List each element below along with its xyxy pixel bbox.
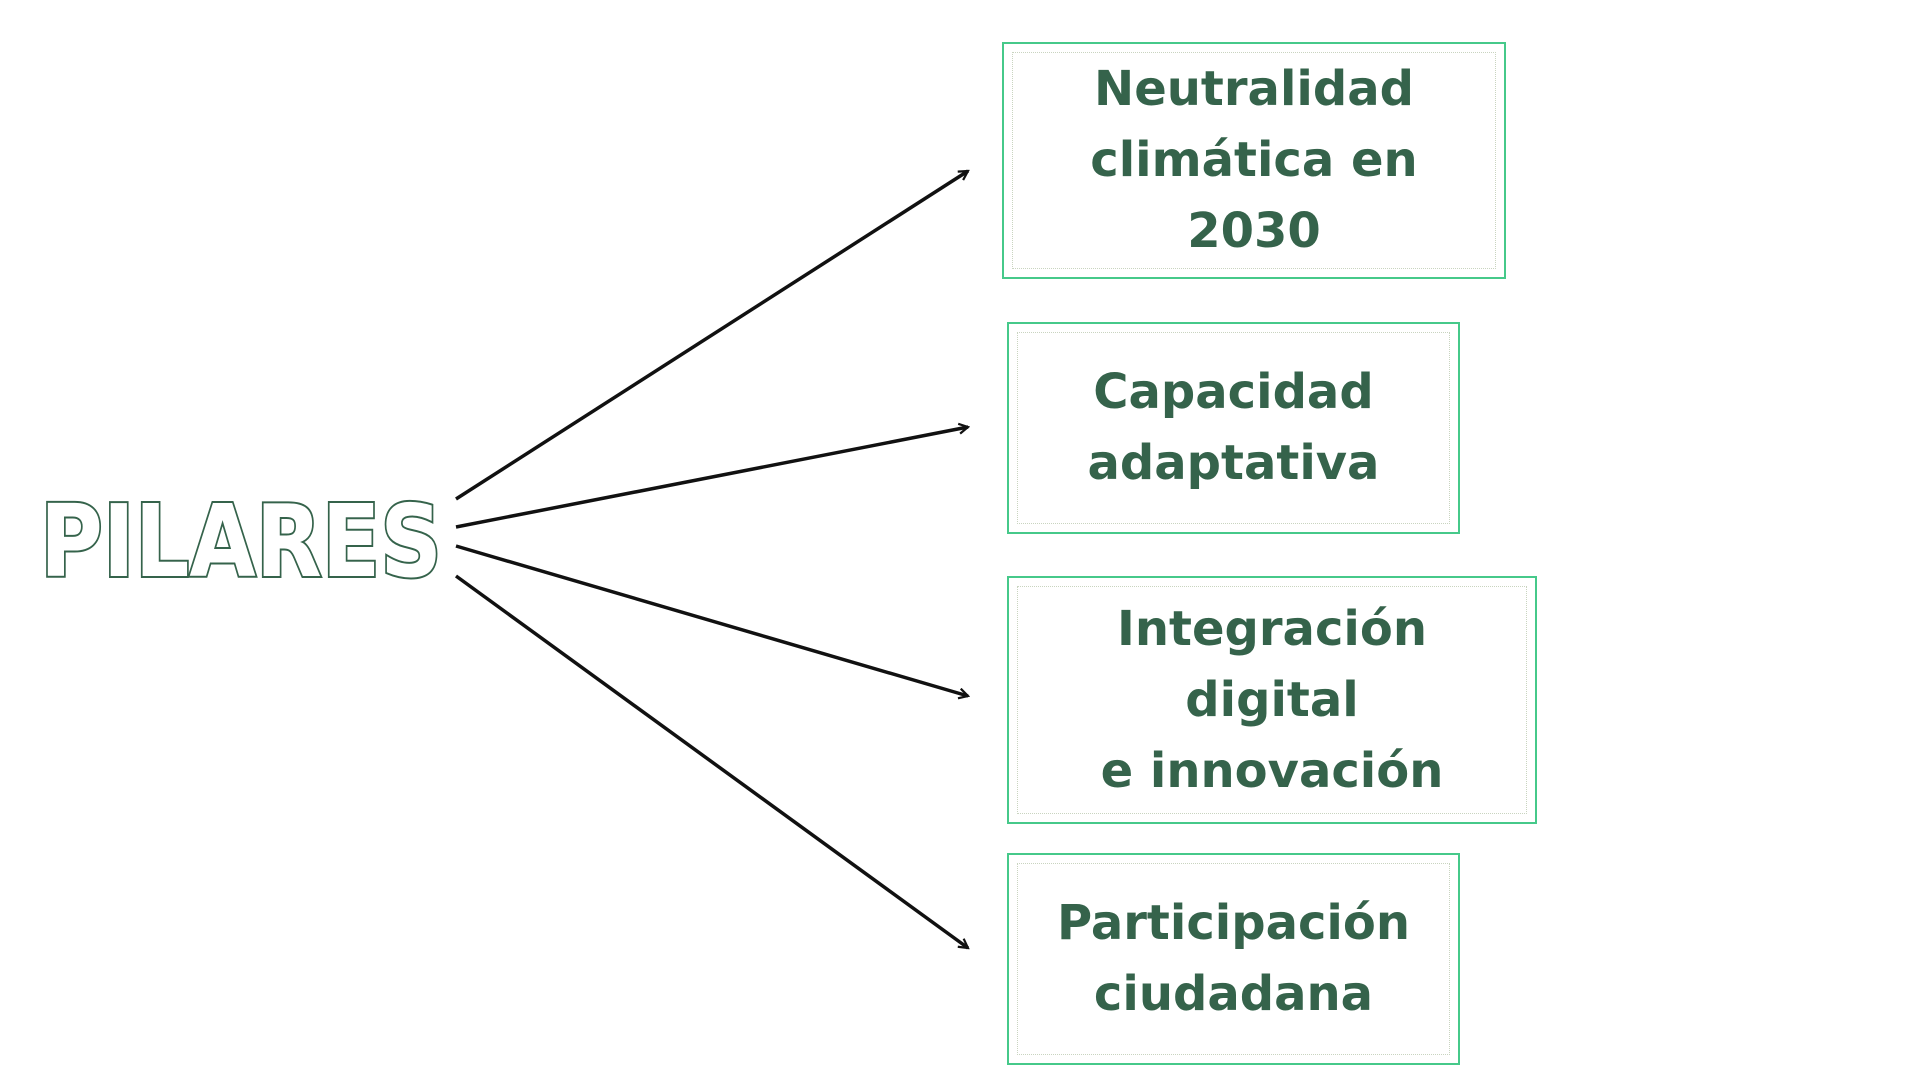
- pillar-box-inner-border: Neutralidad climática en 2030: [1012, 52, 1496, 269]
- arrow-to-pillar-1: [455, 169, 968, 501]
- pillar-box-citizen-participation: Participación ciudadana: [1007, 853, 1460, 1065]
- pillar-box-inner-border: Integración digital e innovación: [1017, 586, 1527, 814]
- root-node-title: PILARES: [36, 470, 456, 600]
- root-node-label: PILARES: [40, 483, 442, 600]
- arrow-to-pillar-4: [454, 574, 968, 950]
- pillar-label-climate-neutrality: Neutralidad climática en 2030: [1090, 61, 1418, 259]
- pillar-label-digital-innovation: Integración digital e innovación: [1100, 600, 1444, 799]
- pillar-box-digital-innovation: Integración digital e innovación: [1007, 576, 1537, 824]
- pillar-box-adaptive-capacity: Capacidad adaptativa: [1007, 322, 1460, 534]
- pillar-box-inner-border: Capacidad adaptativa: [1017, 332, 1450, 524]
- pillar-box-inner-border: Participación ciudadana: [1017, 863, 1450, 1055]
- pillar-label-citizen-participation: Participación ciudadana: [1056, 895, 1411, 1022]
- pillar-label-adaptive-capacity: Capacidad adaptativa: [1087, 364, 1380, 491]
- arrow-to-pillar-3: [455, 544, 968, 696]
- pillar-box-climate-neutrality: Neutralidad climática en 2030: [1002, 42, 1506, 279]
- arrow-to-pillar-2: [455, 427, 968, 529]
